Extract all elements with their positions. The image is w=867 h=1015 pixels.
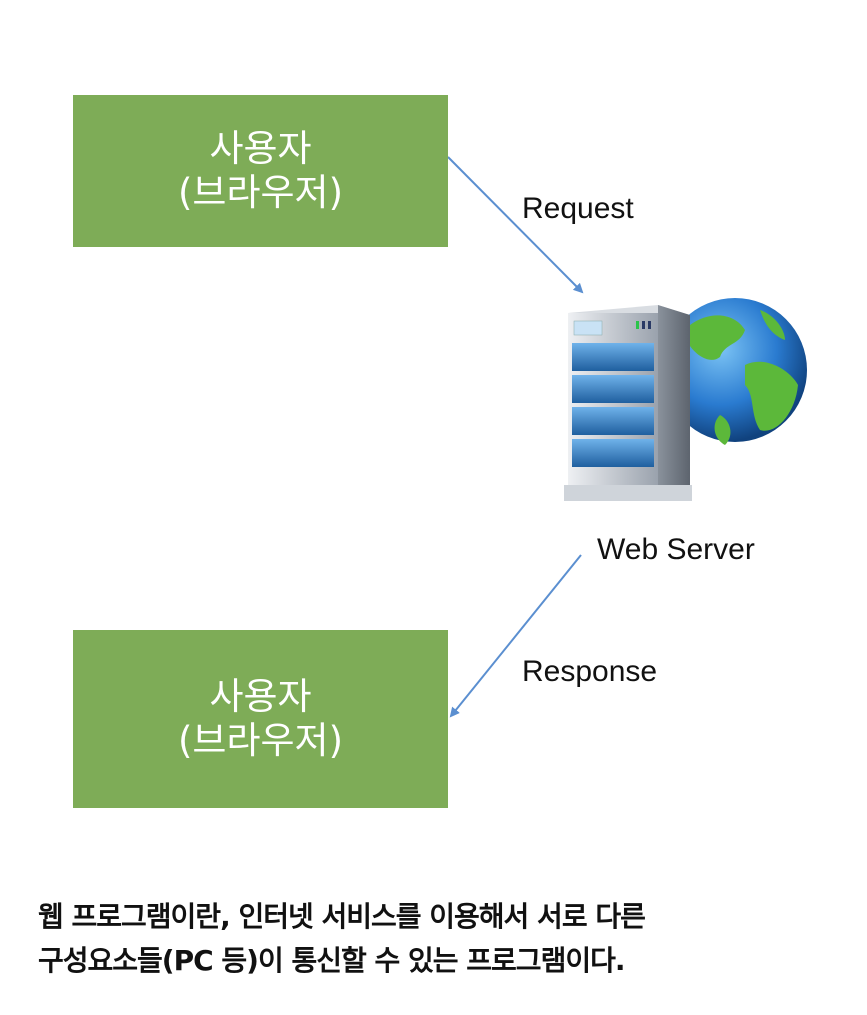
client-bottom-label: 사용자 [209,675,312,718]
response-label: Response [522,655,658,688]
client-bottom-sublabel: (브라우저) [177,719,344,762]
response-arrow [449,554,582,718]
client-top-sublabel: (브라우저) [177,171,344,214]
server-globe-icon [564,298,807,501]
caption-line-1: 웹 프로그램이란, 인터넷 서비스를 이용해서 서로 다른 [38,900,646,933]
request-arrow [447,156,584,294]
caption-line-2: 구성요소들(PC 등)이 통신할 수 있는 프로그램이다. [38,944,625,977]
client-box-bottom: 사용자 (브라우저) [73,630,448,808]
client-box-top: 사용자 (브라우저) [73,95,448,247]
caption: 웹 프로그램이란, 인터넷 서비스를 이용해서 서로 다른 구성요소들(PC 등… [38,895,646,983]
client-top-label: 사용자 [209,127,312,170]
request-label: Request [522,192,634,225]
globe-icon [663,298,807,445]
server-label: Web Server [597,533,755,566]
server-tower-icon [564,305,692,501]
